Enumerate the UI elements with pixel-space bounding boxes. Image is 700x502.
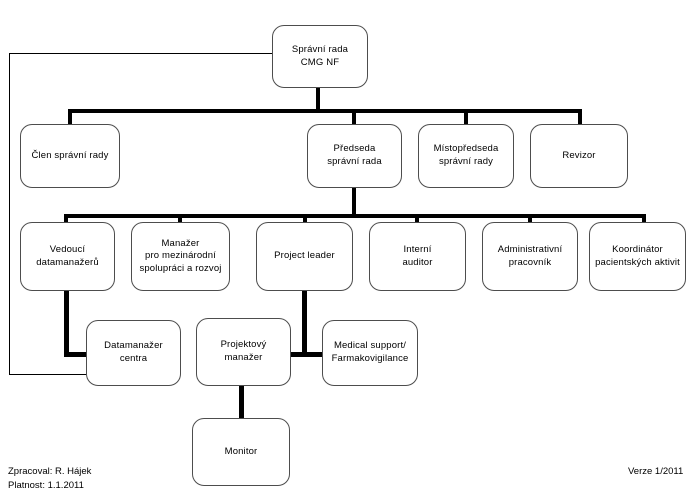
connector-root-down bbox=[316, 88, 320, 112]
node-label: Správní rada CMG NF bbox=[291, 43, 349, 68]
node-koordinator-pacientskych-aktivit[interactable]: Koordinátor pacientských aktivit bbox=[589, 222, 686, 291]
node-project-leader[interactable]: Project leader bbox=[256, 222, 353, 291]
connector-drop-administrativni-pracovnik bbox=[528, 214, 532, 226]
node-label: Project leader bbox=[274, 250, 335, 262]
node-label: Koordinátor pacientských aktivit bbox=[595, 243, 680, 268]
node-manazer-mezinarodni[interactable]: Manažer pro mezinárodní spolupráci a roz… bbox=[131, 222, 230, 291]
node-interni-auditor[interactable]: Interní auditor bbox=[369, 222, 466, 291]
node-spravni-rada-cmg-nf[interactable]: Správní rada CMG NF bbox=[272, 25, 368, 88]
feedback-connector-horizontal-bottom bbox=[9, 374, 87, 375]
node-label: Projektový manažer bbox=[220, 339, 267, 363]
node-label: Vedoucí datamanažerů bbox=[36, 243, 99, 268]
node-medical-support-farmakovigilance[interactable]: Medical support/ Farmakovigilance bbox=[322, 320, 418, 386]
node-administrativni-pracovnik[interactable]: Administrativní pracovník bbox=[482, 222, 578, 291]
connector-drop-project-leader bbox=[303, 214, 307, 226]
connector-vedouci-down bbox=[64, 289, 69, 357]
connector-predseda-down bbox=[352, 186, 356, 217]
node-projektovy-manazer[interactable]: Projektový manažer bbox=[196, 318, 291, 386]
node-label: Předseda správní rada bbox=[327, 143, 382, 167]
node-label: Administrativní pracovník bbox=[497, 243, 563, 268]
connector-vedouci-to-datamanazer bbox=[64, 352, 90, 357]
connector-drop-koordinator bbox=[642, 214, 646, 226]
node-mistopredseda-spravni-rady[interactable]: Místopředseda správní rady bbox=[418, 124, 514, 188]
connector-drop-manazer-mezinarodni bbox=[178, 214, 182, 226]
connector-row3-bus bbox=[64, 214, 646, 218]
connector-drop-revizor bbox=[578, 109, 582, 126]
connector-projektovy-manazer-down bbox=[239, 386, 244, 420]
node-label: Manažer pro mezinárodní spolupráci a roz… bbox=[139, 237, 222, 274]
node-label: Revizor bbox=[562, 149, 596, 161]
node-label: Místopředseda správní rady bbox=[433, 143, 499, 167]
connector-drop-predseda bbox=[352, 109, 356, 126]
node-label: Medical support/ Farmakovigilance bbox=[331, 340, 409, 364]
connector-drop-mistopredseda bbox=[464, 109, 468, 126]
node-monitor[interactable]: Monitor bbox=[192, 418, 290, 486]
node-datamanazer-centra[interactable]: Datamanažer centra bbox=[86, 320, 181, 386]
node-label: Člen správní rady bbox=[31, 149, 109, 161]
connector-project-leader-crossbar bbox=[286, 352, 326, 357]
node-revizor[interactable]: Revizor bbox=[530, 124, 628, 188]
node-clen-spravni-rady[interactable]: Člen správní rady bbox=[20, 124, 120, 188]
footer-author-validity: Zpracoval: R. Hájek Platnost: 1.1.2011 bbox=[8, 466, 92, 491]
node-label: Datamanažer centra bbox=[104, 340, 163, 364]
connector-drop-vedouci-datamanazeru bbox=[64, 214, 68, 226]
connector-row2-bus bbox=[68, 109, 582, 113]
feedback-connector-vertical-left bbox=[9, 53, 10, 375]
connector-drop-clen-spravni-rady bbox=[68, 109, 72, 126]
connector-project-leader-down bbox=[302, 289, 307, 357]
footer-version: Verze 1/2011 bbox=[628, 466, 684, 477]
connector-drop-interni-auditor bbox=[415, 214, 419, 226]
node-label: Monitor bbox=[224, 445, 258, 457]
node-label: Interní auditor bbox=[402, 243, 433, 268]
node-vedouci-datamanazeru[interactable]: Vedoucí datamanažerů bbox=[20, 222, 115, 291]
feedback-connector-horizontal-top bbox=[9, 53, 273, 54]
node-predseda-spravni-rada[interactable]: Předseda správní rada bbox=[307, 124, 402, 188]
